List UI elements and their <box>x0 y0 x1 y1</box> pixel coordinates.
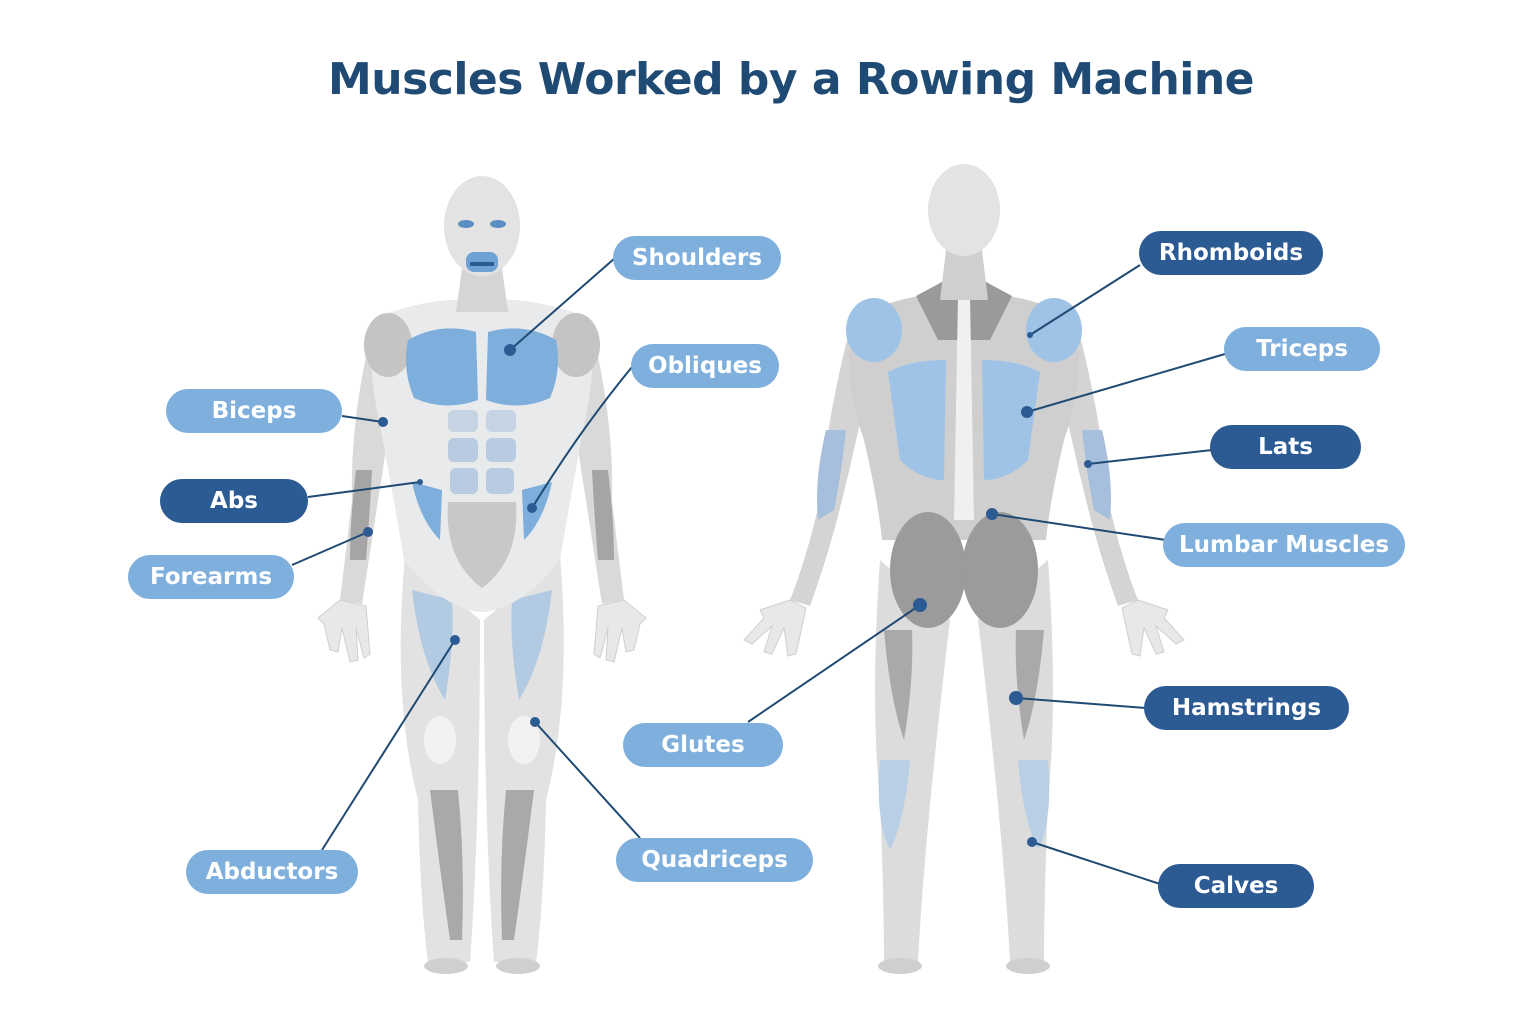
leader-quadriceps <box>534 721 641 839</box>
label-obliques: Obliques <box>631 344 779 388</box>
front-body-figure <box>317 176 647 974</box>
label-abductors: Abductors <box>186 850 358 894</box>
leader-dots <box>363 332 1092 847</box>
leader-lats <box>1087 449 1213 465</box>
leader-abductors <box>321 639 456 851</box>
label-abs: Abs <box>160 479 308 523</box>
label-forearms: Forearms <box>128 555 294 599</box>
leader-abs <box>307 481 421 498</box>
label-biceps: Biceps <box>166 389 342 433</box>
label-hamstrings: Hamstrings <box>1144 686 1349 730</box>
leader-obliques <box>531 366 633 509</box>
label-shoulders: Shoulders <box>613 236 781 280</box>
label-lumbar-muscles: Lumbar Muscles <box>1163 523 1405 567</box>
label-rhomboids: Rhomboids <box>1139 231 1323 275</box>
label-quadriceps: Quadriceps <box>616 838 813 882</box>
leader-rhomboids <box>1029 264 1141 336</box>
leader-lines <box>291 257 1226 885</box>
leader-forearms <box>291 531 369 566</box>
diagram-title: Muscles Worked by a Rowing Machine <box>327 54 1255 105</box>
back-body-figure <box>743 164 1185 974</box>
label-calves: Calves <box>1158 864 1314 908</box>
leader-shoulders <box>509 257 616 351</box>
leader-calves <box>1031 841 1161 885</box>
label-lats: Lats <box>1210 425 1361 469</box>
leader-triceps <box>1026 353 1226 413</box>
leader-biceps <box>341 415 384 423</box>
label-triceps: Triceps <box>1224 327 1380 371</box>
label-glutes: Glutes <box>623 723 783 767</box>
leader-lumbar <box>991 513 1167 541</box>
leader-glutes <box>747 604 921 723</box>
leader-hamstrings <box>1015 697 1147 709</box>
